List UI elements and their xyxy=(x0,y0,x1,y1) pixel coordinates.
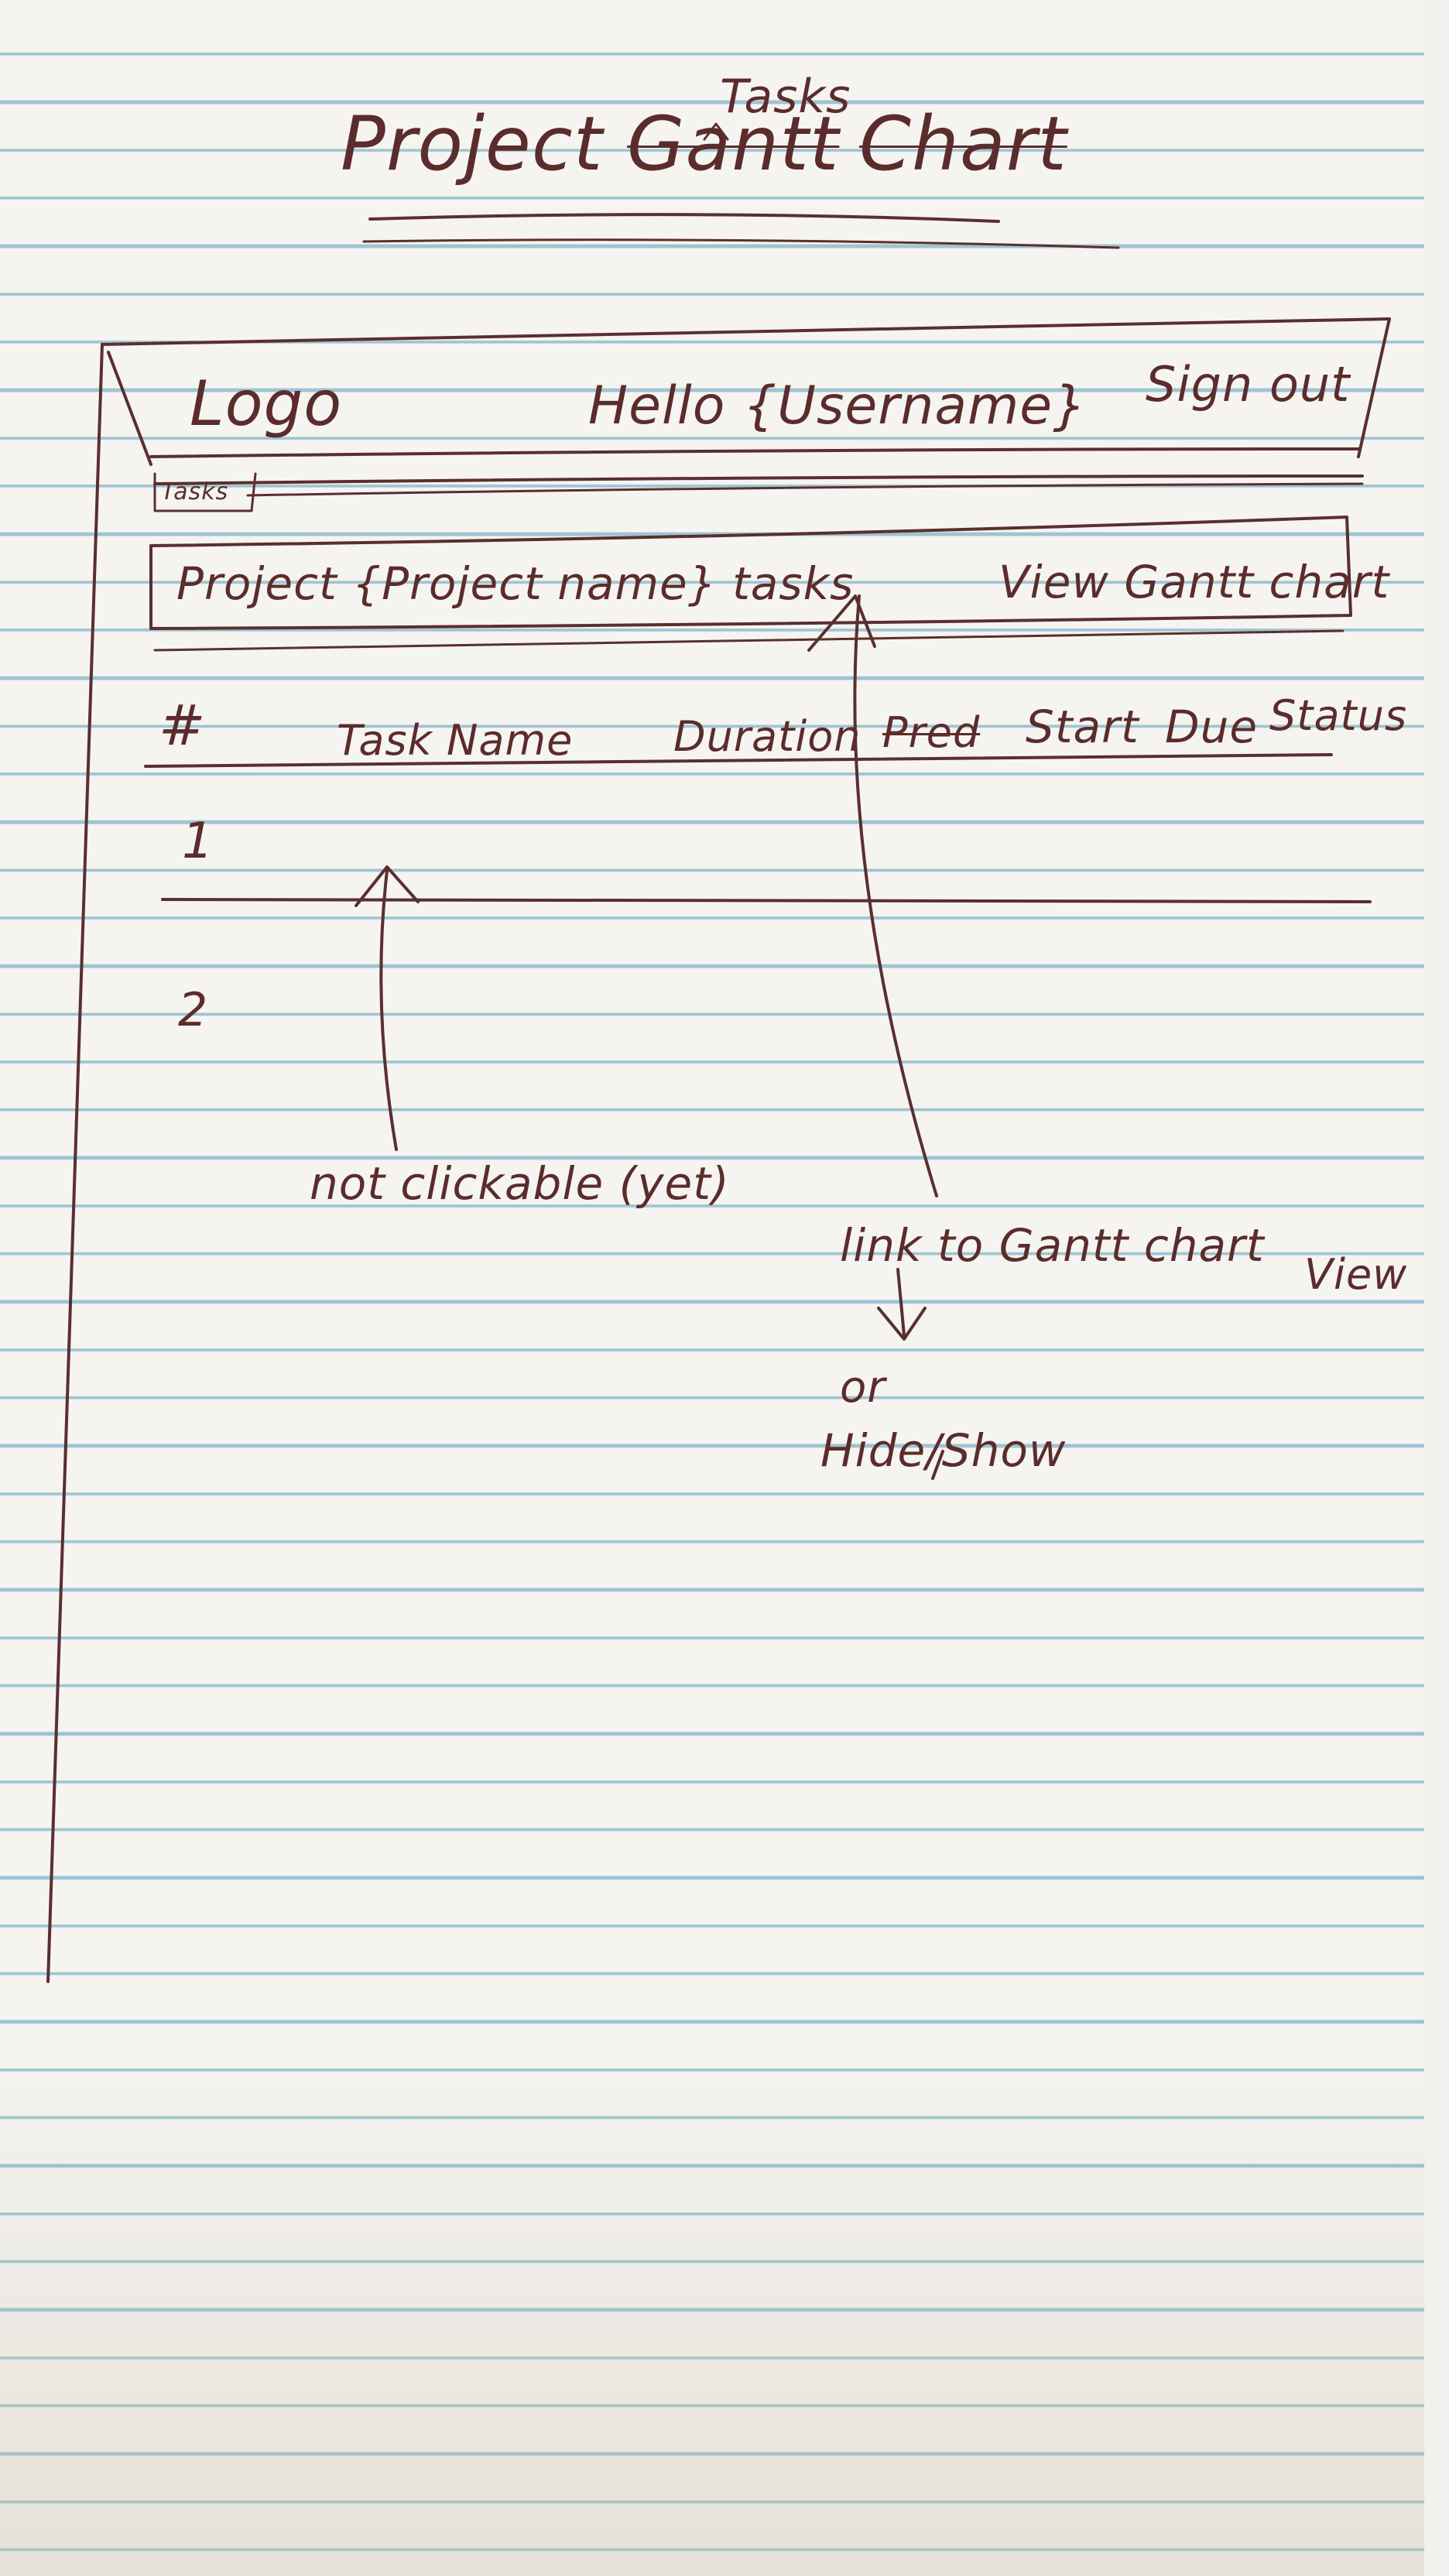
annotation-not-clickable: not clickable (yet) xyxy=(310,1157,730,1210)
column-header-pred: Pred xyxy=(882,708,981,757)
title-underline xyxy=(368,213,1000,223)
row-number-2: 2 xyxy=(178,983,209,1037)
project-bar-box xyxy=(149,516,1352,630)
tab-box xyxy=(153,472,257,512)
header-bottom-2 xyxy=(153,474,1364,485)
header-left-curve xyxy=(107,351,152,466)
title-inserted-tasks: Tasks xyxy=(720,70,851,124)
column-header-start: Start xyxy=(1026,701,1139,753)
column-header-due: Due xyxy=(1165,701,1259,753)
tab-tasks[interactable]: Tasks xyxy=(161,478,229,505)
title-word-gantt: Gantt xyxy=(627,101,840,187)
frame-left xyxy=(46,343,104,1983)
column-header-duration: Duration xyxy=(673,712,862,761)
row-number-1: 1 xyxy=(182,813,214,870)
view-gantt-chart-link[interactable]: View Gantt chart xyxy=(999,556,1390,608)
column-header-task-name: Task Name xyxy=(337,716,574,765)
sign-out-link[interactable]: Sign out xyxy=(1146,356,1351,413)
frame-top xyxy=(101,317,1391,346)
project-bar-underline xyxy=(153,629,1345,652)
column-header-number: # xyxy=(159,693,207,758)
title-word-chart: Chart xyxy=(859,101,1067,187)
title-word-project: Project xyxy=(341,101,604,187)
arrow-gantt-link xyxy=(853,594,938,1197)
table-header-line xyxy=(144,753,1333,768)
arrow-head-1 xyxy=(355,865,420,907)
annotation-hide-show: Hide/Show xyxy=(820,1424,1067,1477)
down-arrow-shaft xyxy=(896,1268,906,1337)
frame-right xyxy=(1357,317,1391,458)
annotation-or: or xyxy=(840,1362,886,1413)
insert-caret xyxy=(703,122,729,141)
down-arrow-head xyxy=(877,1307,927,1341)
hide-show-slash xyxy=(931,1450,944,1480)
project-title: Project {Project name} tasks xyxy=(176,557,855,610)
annotation-link-to-gantt: link to Gantt chart xyxy=(840,1219,1265,1272)
row-divider xyxy=(161,898,1372,903)
header-bottom-1 xyxy=(149,447,1360,458)
annotation-view: View xyxy=(1304,1250,1408,1299)
column-header-status: Status xyxy=(1269,691,1408,740)
logo[interactable]: Logo xyxy=(190,368,343,440)
arrow-not-clickable xyxy=(379,869,398,1151)
title-underline-2 xyxy=(362,238,1120,249)
tab-bar-line xyxy=(246,482,1364,497)
arrow-head-2 xyxy=(807,594,876,652)
greeting: Hello {Username} xyxy=(588,375,1088,437)
